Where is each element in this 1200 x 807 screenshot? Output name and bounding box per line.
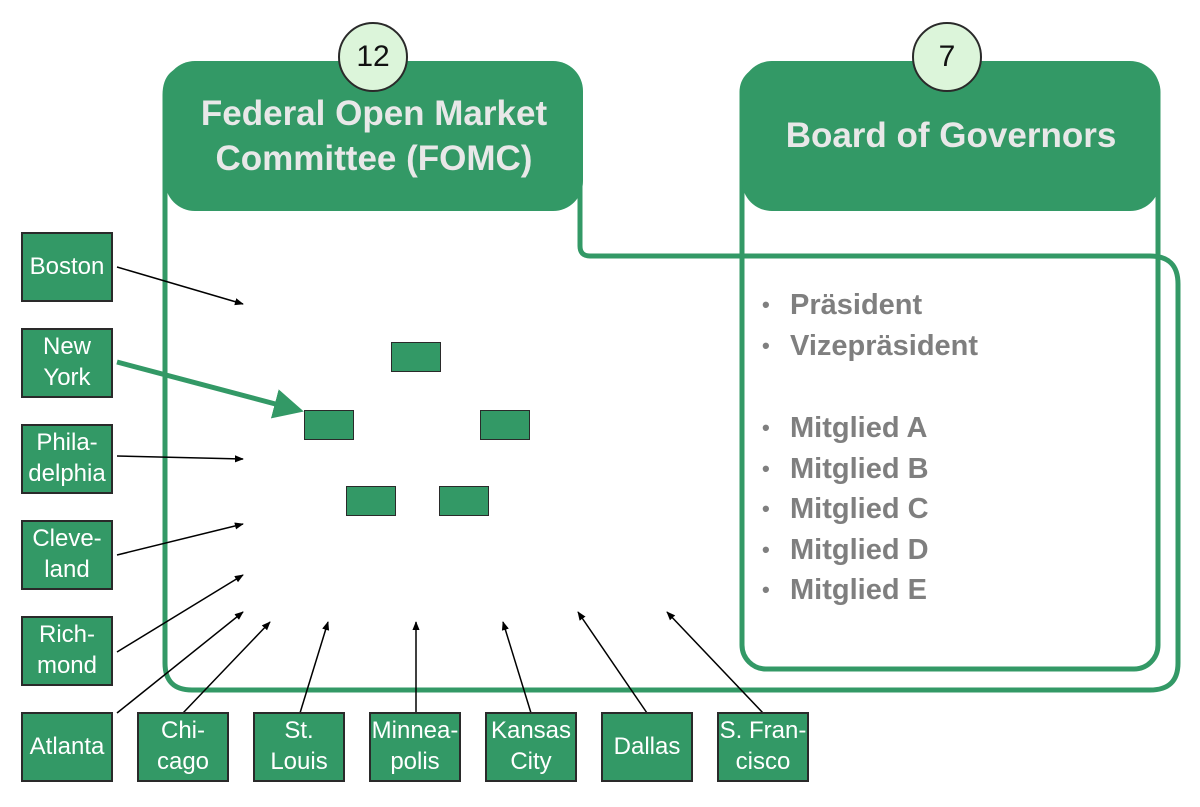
arrow-new-york [116,359,304,419]
board-count-badge: 7 [912,22,982,92]
fomc-title-line2: Committee (FOMC) [215,139,533,178]
bank-chicago: Chi- cago [137,712,229,782]
member-label: Mitglied B [790,452,929,485]
member-item: • Präsident [762,285,978,326]
fomc-seat [304,410,354,440]
bullet-icon: • [762,536,770,562]
arrow-cleveland [116,522,244,556]
arrow-richmond [116,574,244,653]
fomc-title-line1: Federal Open Market [200,93,548,133]
bullet-icon: • [762,455,770,481]
bank-st-louis: St. Louis [253,712,345,782]
arrow-dallas [577,611,648,714]
bank-cleveland: Cleve- land [21,520,113,590]
arrow-st-louis [299,621,330,714]
list-spacer [762,366,978,408]
arrow-atlanta [116,611,244,714]
fomc-seat [480,410,530,440]
arrow-san-francisco [666,611,764,714]
fomc-seat [391,342,441,372]
member-label: Mitglied C [790,493,929,525]
member-label: Mitglied A [790,412,928,444]
bank-philadelphia: Phila- delphia [21,424,113,494]
member-item: • Mitglied D [762,530,978,571]
bank-minneapolis: Minnea- polis [369,712,461,782]
bank-kansas-city: Kansas City [485,712,577,782]
arrow-chicago [182,621,271,714]
bullet-icon: • [762,415,770,440]
member-item: • Mitglied C [762,489,978,530]
bank-atlanta: Atlanta [21,712,113,782]
bullet-icon: • [762,332,770,358]
member-label: Vizepräsident [790,329,979,362]
arrow-boston [116,266,244,306]
bank-san-francisco: S. Fran- cisco [717,712,809,782]
arrow-kansas-city [501,621,532,714]
bullet-icon: • [762,577,770,602]
bank-richmond: Rich- mond [21,616,113,686]
board-member-list: • Präsident • Vizepräsident • Mitglied A • M… [762,285,978,611]
fomc-seat [439,486,489,516]
member-label: Mitglied D [790,533,929,566]
member-item: • Mitglied E [762,570,978,611]
member-label: Präsident [790,289,923,321]
board-title: Board of Governors [785,116,1117,155]
bank-dallas: Dallas [601,712,693,782]
fomc-seat [346,486,396,516]
bank-boston: Boston [21,232,113,302]
member-label: Mitglied E [790,574,927,606]
member-item: • Mitglied B [762,449,978,490]
fomc-count-badge: 12 [338,22,408,92]
arrow-philadelphia [116,455,244,463]
member-item: • Vizepräsident [762,326,978,367]
bank-new-york: New York [21,328,113,398]
bullet-icon: • [762,292,770,317]
bullet-icon: • [762,496,770,521]
member-item: • Mitglied A [762,408,978,449]
